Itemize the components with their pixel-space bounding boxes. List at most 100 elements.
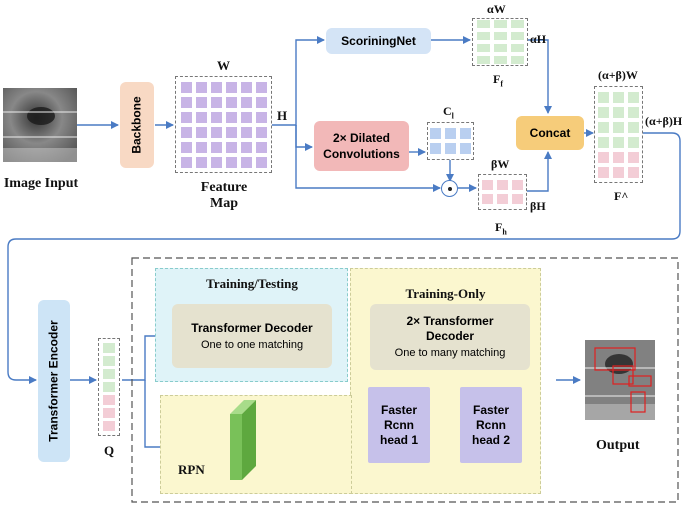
tensor-cell — [210, 126, 222, 138]
tensor-cell — [497, 180, 508, 190]
cl-sub: l — [451, 111, 454, 121]
tensor-cell — [195, 126, 207, 138]
detection-box-2 — [612, 365, 634, 385]
tensor-cell — [195, 141, 207, 153]
tensor-cell — [613, 121, 624, 133]
tensor-cell — [225, 156, 237, 168]
feature-w-label: W — [217, 58, 230, 73]
tensor-cell — [628, 106, 639, 118]
q-grid — [98, 338, 120, 436]
head1-line1: Faster — [380, 402, 418, 417]
tensor-cell — [195, 111, 207, 123]
detection-box-1 — [594, 347, 636, 371]
arrow-to-dilated — [295, 125, 313, 151]
dilated-conv-block: 2× Dilated Convolutions — [314, 121, 409, 171]
tensor-cell — [225, 111, 237, 123]
tensor-cell — [255, 156, 267, 168]
tensor-cell — [510, 56, 524, 64]
tensor-cell — [497, 194, 508, 204]
beta-w-label: βW — [491, 157, 510, 171]
tensor-cell — [493, 44, 507, 52]
tensor-cell — [613, 106, 624, 118]
faster-rcnn-head-1: Faster Rcnn head 1 — [368, 387, 430, 463]
tensor-cell — [225, 126, 237, 138]
tensor-cell — [598, 151, 609, 163]
tensor-cell — [613, 91, 624, 103]
tensor-cell — [255, 81, 267, 93]
decoder2-sub: One to many matching — [394, 346, 506, 359]
tensor-cell — [482, 180, 493, 190]
fh-grid — [478, 174, 527, 210]
rpn-block — [230, 400, 256, 480]
transformer-decoder-2x-block: 2× Transformer Decoder One to many match… — [370, 304, 530, 370]
tensor-cell — [103, 421, 115, 431]
beta-h-label: βH — [530, 199, 546, 213]
transformer-encoder-label: Transformer Encoder — [47, 320, 61, 442]
scoring-net-label: ScoriningNet — [341, 34, 416, 48]
cl-letter: C — [443, 104, 452, 118]
ff-label: Ff — [493, 72, 503, 88]
tensor-cell — [240, 156, 252, 168]
tensor-cell — [493, 56, 507, 64]
arrow-ff-to-concat — [528, 39, 552, 114]
decoder2-label-line2: Decoder — [425, 328, 475, 343]
head1-line3: head 1 — [379, 432, 418, 447]
backbone-block: Backbone — [120, 82, 154, 168]
tensor-cell — [613, 136, 624, 148]
head2-line2: Rcnn — [476, 417, 506, 432]
tensor-cell — [103, 408, 115, 418]
fh-letter: F — [495, 220, 503, 234]
tensor-cell — [195, 81, 207, 93]
head2-line3: head 2 — [471, 432, 510, 447]
tensor-cell — [180, 111, 192, 123]
dilated-conv-label-line2: Convolutions — [323, 147, 400, 161]
dilated-conv-label-line1: 2× Dilated — [332, 131, 391, 145]
fh-label: Fh — [495, 220, 507, 236]
tensor-cell — [493, 32, 507, 40]
scoring-net-block: ScoriningNet — [326, 28, 431, 54]
tensor-cell — [613, 166, 624, 178]
tensor-cell — [180, 81, 192, 93]
feature-map-label-line1: Feature — [200, 180, 248, 195]
feature-map-label: Feature Map — [190, 180, 258, 212]
detection-box-3 — [628, 375, 652, 387]
decoder2-label-line1: 2× Transformer — [406, 313, 494, 328]
tensor-cell — [482, 194, 493, 204]
tensor-cell — [255, 111, 267, 123]
tensor-cell — [103, 382, 115, 392]
tensor-cell — [628, 121, 639, 133]
tensor-cell — [240, 96, 252, 108]
cl-grid — [427, 122, 474, 160]
tensor-cell — [510, 32, 524, 40]
tensor-cell — [460, 143, 471, 154]
tensor-cell — [210, 96, 222, 108]
faster-rcnn-head-2: Faster Rcnn head 2 — [460, 387, 522, 463]
tensor-cell — [445, 143, 456, 154]
tensor-cell — [628, 91, 639, 103]
tensor-cell — [476, 44, 490, 52]
tensor-cell — [510, 20, 524, 28]
fh-sub: h — [502, 227, 507, 237]
feature-h-label: H — [277, 108, 288, 123]
backbone-label: Backbone — [130, 96, 145, 154]
transformer-decoder-title: Transformer Decoder — [191, 321, 313, 335]
cl-label: Cl — [443, 104, 454, 120]
arrow-fhat-to-encoder — [7, 132, 681, 384]
alpha-beta-w-label: (α+β)W — [598, 68, 638, 82]
rpn-label: RPN — [178, 462, 205, 477]
tensor-cell — [613, 151, 624, 163]
concat-label: Concat — [529, 126, 571, 140]
tensor-cell — [225, 141, 237, 153]
tensor-cell — [210, 81, 222, 93]
tensor-cell — [445, 128, 456, 139]
rpn-region — [160, 395, 352, 494]
ff-sub: f — [500, 79, 504, 89]
fhat-label: F^ — [614, 189, 629, 203]
tensor-cell — [255, 126, 267, 138]
tensor-cell — [240, 126, 252, 138]
output-image — [585, 340, 655, 420]
concat-block: Concat — [516, 116, 584, 150]
tensor-cell — [628, 136, 639, 148]
elementwise-multiply-icon — [441, 180, 458, 197]
tensor-cell — [430, 128, 441, 139]
